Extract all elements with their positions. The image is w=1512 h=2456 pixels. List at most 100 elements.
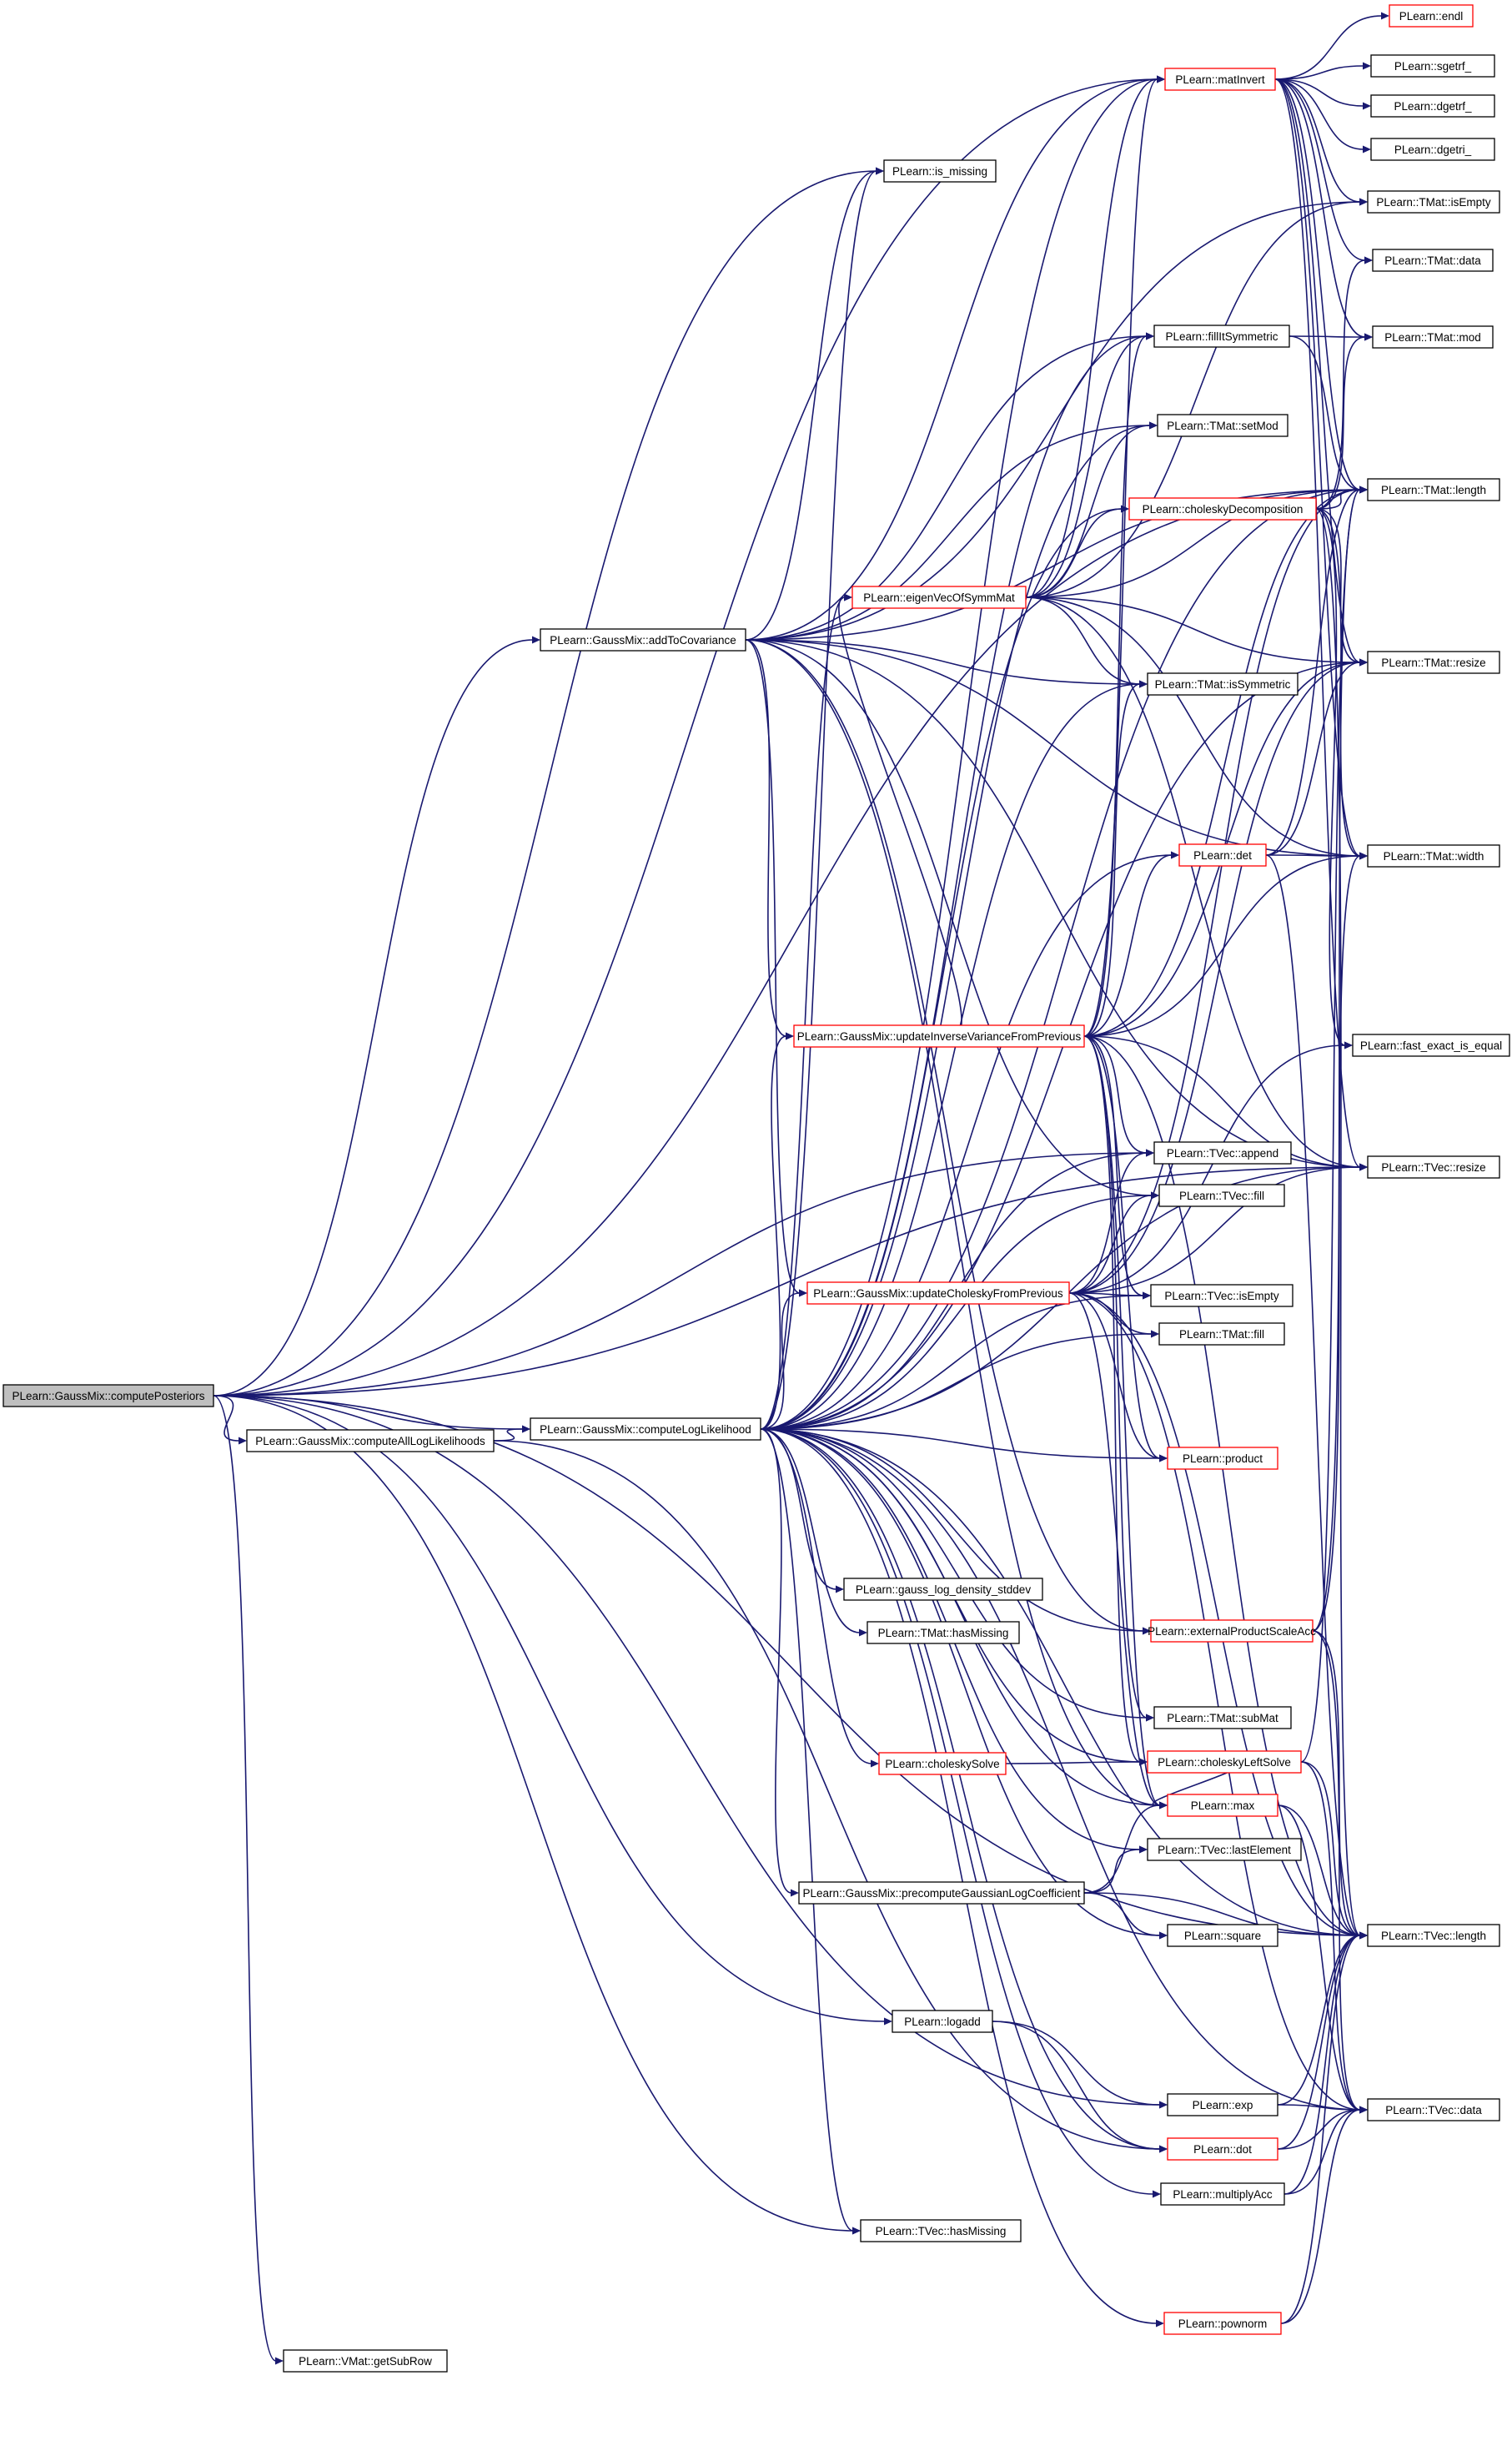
function-node[interactable]: PLearn::fast_exact_is_equal	[1352, 1034, 1510, 1057]
function-node[interactable]: PLearn::TVec::length	[1367, 1924, 1500, 1947]
function-node[interactable]: PLearn::TVec::isEmpty	[1150, 1284, 1293, 1307]
node-label: PLearn::externalProductScaleAcc	[1148, 1625, 1316, 1638]
function-node[interactable]: PLearn::TMat::length	[1367, 478, 1500, 501]
function-node[interactable]: PLearn::GaussMix::computePosteriors	[3, 1384, 214, 1407]
node-label: PLearn::TMat::length	[1381, 484, 1486, 496]
edge-arrowhead	[1139, 1845, 1148, 1854]
call-edge	[1083, 1892, 1161, 1936]
node-label: PLearn::TVec::lastElement	[1158, 1844, 1291, 1856]
function-node[interactable]: PLearn::GaussMix::addToCovariance	[540, 628, 746, 652]
function-node[interactable]: PLearn::max	[1167, 1794, 1278, 1817]
function-node[interactable]: PLearn::det	[1178, 843, 1267, 867]
function-node[interactable]: PLearn::pownorm	[1163, 2312, 1282, 2335]
edge-arrowhead	[1381, 12, 1389, 20]
node-label: PLearn::exp	[1193, 2099, 1253, 2111]
function-node[interactable]: PLearn::matInvert	[1164, 68, 1276, 91]
edge-arrowhead	[1363, 62, 1371, 70]
function-node[interactable]: PLearn::gauss_log_density_stddev	[843, 1578, 1043, 1601]
call-edge	[745, 639, 1161, 1806]
function-node[interactable]: PLearn::TVec::append	[1153, 1141, 1292, 1165]
function-node[interactable]: PLearn::TMat::hasMissing	[867, 1621, 1020, 1644]
call-edge	[1315, 259, 1366, 510]
function-node[interactable]: PLearn::TMat::resize	[1367, 651, 1500, 674]
function-node[interactable]: PLearn::TVec::resize	[1367, 1155, 1500, 1179]
call-edge	[1283, 1935, 1361, 2195]
function-node[interactable]: PLearn::choleskyLeftSolve	[1147, 1750, 1302, 1774]
function-node[interactable]: PLearn::is_missing	[883, 159, 997, 183]
node-label: PLearn::TMat::data	[1384, 254, 1481, 267]
call-edge	[1283, 2109, 1361, 2195]
function-node[interactable]: PLearn::TVec::hasMissing	[860, 2219, 1022, 2242]
node-box	[1167, 2093, 1278, 2116]
function-node[interactable]: PLearn::GaussMix::computeLogLikelihood	[530, 1417, 761, 1441]
function-node[interactable]: PLearn::TMat::data	[1372, 249, 1494, 272]
node-box	[1160, 2182, 1285, 2206]
call-edge	[493, 1440, 1161, 2150]
call-edge	[1312, 1630, 1361, 1936]
function-node[interactable]: PLearn::multiplyAcc	[1160, 2182, 1285, 2206]
function-node[interactable]: PLearn::TMat::isEmpty	[1367, 190, 1500, 214]
function-node[interactable]: PLearn::TMat::setMod	[1157, 414, 1288, 437]
function-node[interactable]: PLearn::TVec::fill	[1158, 1184, 1285, 1207]
node-box	[1389, 4, 1474, 28]
call-edge	[1274, 65, 1364, 80]
call-edge	[213, 1395, 1161, 2106]
function-node[interactable]: PLearn::GaussMix::updateCholeskyFromPrev…	[806, 1281, 1070, 1305]
edge-arrowhead	[799, 1289, 807, 1297]
function-node[interactable]: PLearn::endl	[1389, 4, 1474, 28]
call-edge	[1025, 596, 1361, 857]
call-edge	[1274, 78, 1361, 857]
function-node[interactable]: PLearn::TMat::isSymmetric	[1147, 672, 1299, 696]
function-node[interactable]: PLearn::dgetri_	[1370, 138, 1495, 161]
function-node[interactable]: PLearn::GaussMix::updateInverseVarianceF…	[793, 1024, 1085, 1048]
function-node[interactable]: PLearn::TMat::subMat	[1153, 1706, 1292, 1729]
node-box	[1164, 68, 1276, 91]
call-edge	[760, 170, 877, 1430]
call-edge	[760, 489, 1361, 1430]
call-edge	[760, 854, 1173, 1430]
function-node[interactable]: PLearn::logadd	[892, 2010, 993, 2033]
function-node[interactable]: PLearn::choleskySolve	[878, 1752, 1007, 1775]
function-node[interactable]: PLearn::product	[1167, 1447, 1278, 1470]
function-node[interactable]: PLearn::GaussMix::precomputeGaussianLogC…	[798, 1881, 1085, 1905]
edge-arrowhead	[859, 1628, 867, 1637]
call-edge	[1068, 1292, 1361, 2111]
function-node[interactable]: PLearn::TMat::width	[1367, 844, 1500, 868]
call-edge	[1083, 489, 1361, 1037]
node-label: PLearn::TVec::data	[1385, 2104, 1482, 2116]
call-edge	[1068, 489, 1361, 1294]
function-node[interactable]: PLearn::choleskyDecomposition	[1128, 497, 1317, 521]
edge-arrowhead	[1143, 1291, 1151, 1300]
call-edge	[213, 1395, 240, 1442]
call-edge	[213, 78, 1158, 1397]
node-label: PLearn::TMat::width	[1384, 850, 1484, 863]
function-node[interactable]: PLearn::externalProductScaleAcc	[1148, 1619, 1316, 1643]
edge-arrowhead	[1159, 2145, 1168, 2153]
function-node[interactable]: PLearn::exp	[1167, 2093, 1278, 2116]
edge-arrowhead	[1149, 421, 1158, 430]
function-node[interactable]: PLearn::dgetrf_	[1370, 94, 1495, 118]
call-edge	[745, 639, 801, 1294]
call-edge	[1274, 78, 1364, 107]
function-node[interactable]: PLearn::dot	[1167, 2137, 1278, 2161]
node-label: PLearn::TVec::fill	[1179, 1190, 1264, 1202]
function-node[interactable]: PLearn::TVec::data	[1367, 2098, 1500, 2121]
function-node[interactable]: PLearn::fillItSymmetric	[1153, 325, 1290, 348]
function-node[interactable]: PLearn::TVec::lastElement	[1147, 1838, 1302, 1861]
node-label: PLearn::choleskyLeftSolve	[1158, 1756, 1291, 1769]
node-box	[867, 1621, 1020, 1644]
node-label: PLearn::TMat::subMat	[1167, 1712, 1278, 1724]
function-node[interactable]: PLearn::sgetrf_	[1370, 54, 1495, 78]
function-node[interactable]: PLearn::square	[1167, 1924, 1278, 1947]
call-edge	[745, 201, 1361, 641]
node-label: PLearn::logadd	[904, 2016, 981, 2028]
function-node[interactable]: PLearn::TMat::mod	[1372, 325, 1494, 349]
function-node[interactable]: PLearn::TMat::fill	[1158, 1322, 1285, 1346]
call-edge	[1274, 78, 1366, 338]
edge-arrowhead	[1143, 1627, 1151, 1635]
call-edge	[760, 1428, 792, 1894]
function-node[interactable]: PLearn::VMat::getSubRow	[283, 2349, 448, 2373]
function-node[interactable]: PLearn::GaussMix::computeAllLogLikelihoo…	[246, 1429, 495, 1452]
function-node[interactable]: PLearn::eigenVecOfSymmMat	[851, 586, 1027, 609]
